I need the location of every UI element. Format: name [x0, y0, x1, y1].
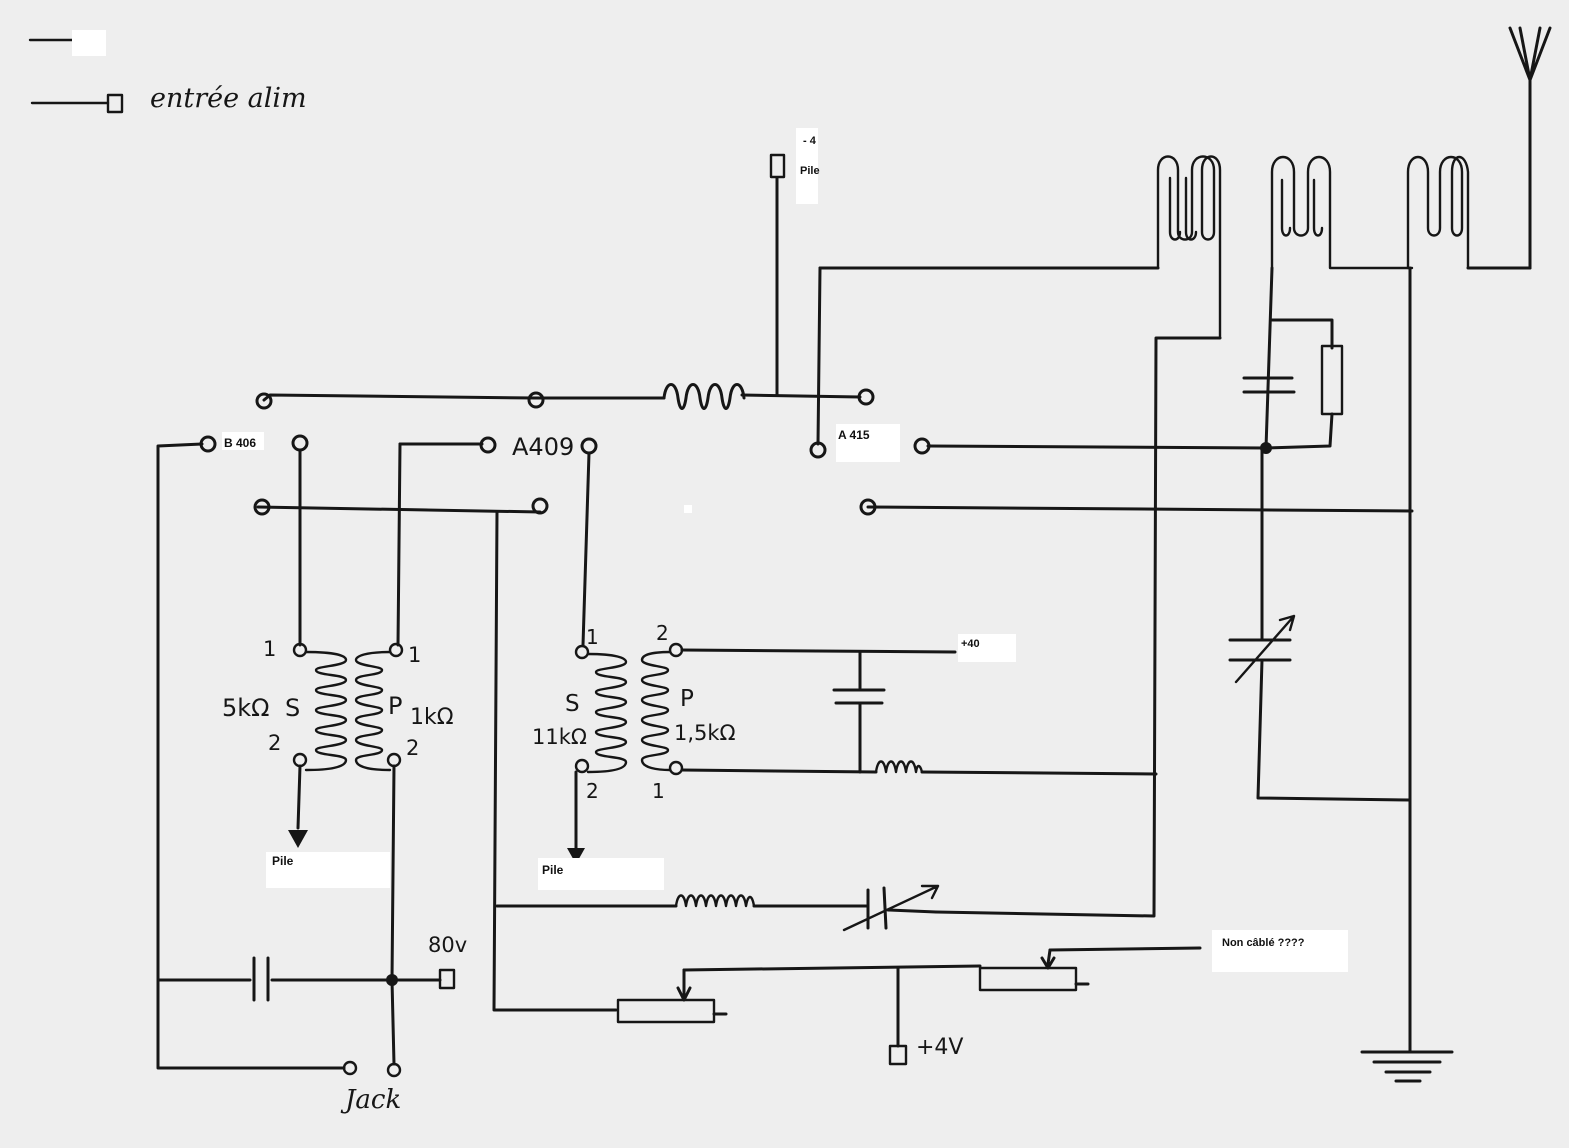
pin-label: 2: [656, 621, 669, 645]
coil-l1-turns: [1168, 176, 1198, 241]
socket-pin: [291, 434, 309, 452]
wiper-arrow: [1040, 948, 1056, 970]
battery-minus4: - 4 Pile: [769, 128, 820, 397]
legend: entrée alim: [28, 30, 307, 114]
rheostat-left: [616, 998, 716, 1024]
primary-value: 1,5kΩ: [674, 721, 736, 745]
secondary-label: S: [285, 694, 300, 722]
socket-pin: [531, 497, 549, 515]
tube-label-a409: A409: [512, 433, 574, 461]
wiper-arrow: [676, 968, 692, 1002]
socket-pin: [857, 388, 875, 406]
pile-label-left: Pile: [272, 854, 294, 868]
primary-label: P: [680, 686, 694, 712]
whiteout-patch: [72, 30, 106, 56]
pin-label: 2: [406, 736, 419, 760]
tuning-capacitor: [1228, 446, 1412, 802]
variable-arrow: [1234, 614, 1296, 684]
antenna-icon: [1466, 26, 1552, 270]
plate-decoupling-capacitor: +40: [832, 634, 1016, 774]
secondary-value: 5kΩ: [222, 694, 270, 722]
socket-pin: [527, 391, 545, 409]
filament-choke: [662, 383, 746, 410]
output-section: 80v Jack: [156, 442, 467, 1115]
secondary-winding: [586, 652, 628, 774]
battery-value: - 4: [803, 135, 817, 147]
plus4v-terminal: [888, 1044, 908, 1066]
filament-bus: [262, 383, 862, 410]
socket-pin: [580, 437, 598, 455]
rheostat-right: [978, 966, 1078, 992]
coil-l1: [1156, 155, 1222, 340]
supply-80v: 80v: [428, 933, 467, 957]
transformer-left: 1 1 2 2 5kΩ S P 1kΩ Pile: [222, 442, 484, 982]
primary-value: 1kΩ: [410, 705, 454, 730]
coil-l2-turns: [1280, 178, 1324, 237]
choke-coil: [874, 760, 924, 774]
supply-plus40: +40: [961, 638, 980, 650]
primary-winding: [640, 650, 672, 772]
pin-label: 2: [268, 731, 281, 755]
heater-rheostats: +4V Non câblé ????: [616, 930, 1348, 1066]
pin-label: 2: [586, 779, 599, 803]
jack-label: Jack: [340, 1085, 401, 1115]
arrow-down-icon: [288, 830, 308, 848]
coil-l3: [1406, 155, 1470, 270]
grid-capacitor: [1242, 376, 1296, 394]
tube-label-b406: B 406: [224, 436, 256, 450]
coupling-capacitor: [156, 956, 394, 1002]
legend-input-label: entrée alim: [150, 83, 307, 114]
secondary-value: 11kΩ: [532, 725, 587, 749]
primary-label: P: [388, 692, 402, 720]
transformer-right: 1 2 2 1 S 11kΩ P 1,5kΩ Pile: [532, 451, 1158, 890]
plus80v-terminal: [438, 968, 456, 990]
coil-l2: [1270, 155, 1414, 270]
legend-input-terminal: [106, 93, 124, 114]
socket-pin: [253, 498, 271, 516]
supply-plus4v: +4V: [916, 1035, 963, 1060]
reaction-circuit: [492, 510, 940, 1012]
secondary-label: S: [565, 691, 580, 717]
pin-label: 1: [408, 643, 421, 667]
rf-coils: [816, 155, 1470, 1054]
secondary-winding: [304, 650, 348, 772]
socket-pin: [859, 498, 877, 516]
note-not-wired: Non câblé ????: [1222, 937, 1305, 949]
pin-label: 1: [652, 779, 665, 803]
battery-terminal: [769, 153, 786, 179]
pin-label: 1: [586, 625, 599, 649]
tube-label-a415: A 415: [838, 428, 870, 442]
grid-leak-network: [926, 266, 1412, 802]
socket-pin: [255, 392, 273, 410]
pile-label-right: Pile: [542, 863, 564, 877]
pin-label: 1: [263, 637, 276, 661]
reaction-variable-cap: [842, 884, 940, 932]
primary-winding: [354, 650, 392, 772]
arrow-down-icon: [567, 848, 585, 864]
battery-label: Pile: [800, 165, 820, 177]
reaction-choke: [674, 894, 756, 908]
grid-resistor: [1320, 344, 1344, 416]
ground-icon: [1360, 1050, 1454, 1083]
grid-bus: [256, 505, 1414, 514]
